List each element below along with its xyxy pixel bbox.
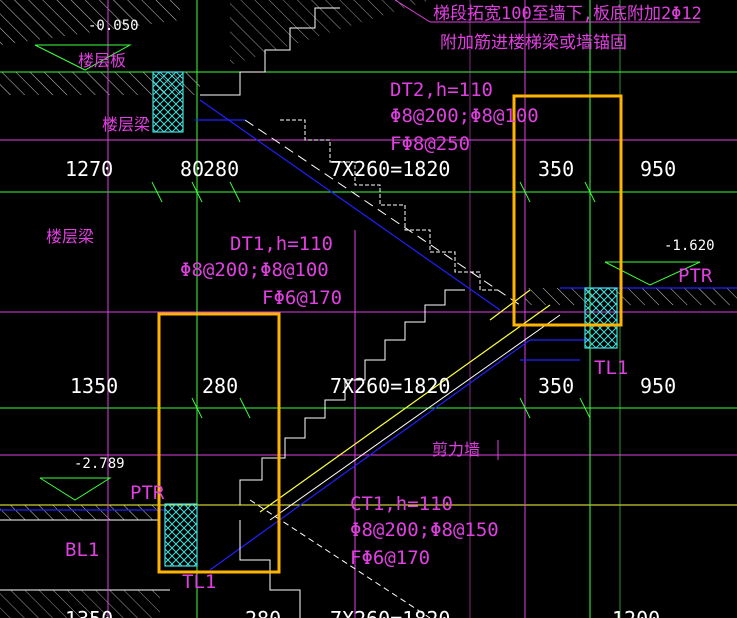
hatch-top-left — [0, 0, 180, 45]
elev-left: -2.789 — [74, 456, 125, 472]
ct1-dist-rebar: FΦ6@170 — [350, 547, 430, 569]
hatch-left-slab — [0, 505, 160, 520]
dim-ticks-row1 — [151, 181, 596, 203]
dt2-rebar: Φ8@200;Φ8@100 — [390, 105, 539, 127]
lower-flight-soffit — [209, 339, 531, 571]
highlight-box-right[interactable] — [512, 94, 623, 327]
elev-marker-top — [34, 44, 132, 71]
dim-280-row1: 280 — [203, 157, 239, 181]
upper-flight-steps-top — [200, 7, 340, 96]
dim-7x260-row2: 7X260=1820 — [330, 374, 450, 398]
landing-edge — [489, 289, 531, 321]
dim-80: 80 — [180, 157, 204, 181]
dt1-dist-rebar: FΦ6@170 — [262, 287, 342, 309]
highlight-box-left[interactable] — [157, 312, 281, 574]
dim-7x260-row3: 7X260=1820 — [330, 607, 450, 618]
dim-7x260-row1: 7X260=1820 — [330, 157, 450, 181]
lower-flight-steps — [239, 289, 465, 505]
dim-1200-row3: 1200 — [612, 607, 660, 618]
beam-top — [152, 71, 184, 133]
dim-280-row2: 280 — [202, 374, 238, 398]
dt1-title: DT1,h=110 — [230, 233, 333, 255]
hatch-right-landing — [525, 288, 737, 305]
label-ptr-right: PTR — [678, 265, 713, 287]
upper-flight-steps — [280, 119, 500, 291]
label-ptr-left: PTR — [130, 482, 165, 504]
beam-tl1-right — [584, 287, 618, 349]
dim-1270: 1270 — [65, 157, 113, 181]
dim-950-row1: 950 — [640, 157, 676, 181]
hatch-floor-slab — [0, 72, 200, 95]
label-floor-slab: 楼层板 — [78, 51, 126, 70]
note-leader — [394, 0, 431, 23]
label-shear-wall: 剪力墙 — [432, 440, 480, 459]
elev-marker-left — [39, 477, 112, 501]
dim-350-row1: 350 — [538, 157, 574, 181]
hatch-upper-flight — [230, 0, 430, 65]
label-bl1: BL1 — [65, 539, 99, 561]
dim-1350-row2: 1350 — [70, 374, 118, 398]
label-floor-beam-top: 楼层梁 — [102, 115, 150, 134]
dt2-dist-rebar: FΦ8@250 — [390, 133, 470, 155]
dt1-rebar: Φ8@200;Φ8@100 — [180, 259, 329, 281]
dim-950-row2: 950 — [640, 374, 676, 398]
label-tl1-right: TL1 — [594, 357, 628, 379]
upper-flight-soffit — [199, 99, 501, 311]
lower-flight-slope-yellow — [259, 304, 551, 513]
dim-ticks-row2 — [191, 397, 591, 419]
beam-tl1-bottom — [164, 503, 198, 567]
lower-flight-slope-white — [269, 314, 561, 521]
label-tl1-bottom: TL1 — [182, 571, 216, 593]
dt2-title: DT2,h=110 — [390, 79, 493, 101]
dim-350-row2: 350 — [538, 374, 574, 398]
dim-280-row3: 280 — [245, 607, 281, 618]
ct1-title: CT1,h=110 — [350, 493, 453, 515]
top-note-line1: 梯段拓宽100至墙下,板底附加2Φ12 — [433, 4, 702, 24]
dim-1350-row3: 1350 — [65, 607, 113, 618]
ct1-rebar: Φ8@200;Φ8@150 — [350, 519, 499, 541]
label-floor-beam-mid: 楼层梁 — [46, 227, 94, 246]
elev-marker-right — [604, 261, 701, 286]
top-note-line2: 附加筋进楼梯梁或墙锚固 — [440, 33, 627, 53]
elev-top: -0.050 — [88, 18, 139, 34]
elev-right: -1.620 — [664, 238, 715, 254]
upper-flight-slope — [244, 119, 521, 306]
hatch-bottom-left — [0, 590, 160, 618]
bottom-flight-steps — [239, 520, 301, 618]
